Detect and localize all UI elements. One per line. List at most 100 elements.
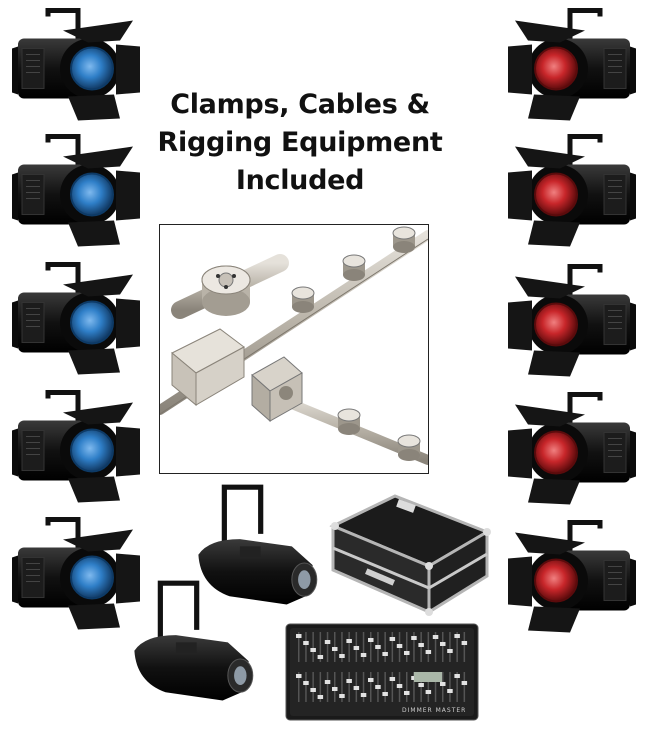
fader-slot <box>305 632 307 662</box>
fader-knob <box>346 679 352 683</box>
fader-slot <box>326 632 329 662</box>
fader-knob <box>389 677 396 681</box>
headline: Clamps, Cables & Rigging Equipment Inclu… <box>150 86 450 200</box>
fresnel-light-red-1 <box>500 6 640 131</box>
fader-slot <box>305 672 307 702</box>
fader-slot <box>456 632 458 662</box>
fader-knob <box>317 655 324 659</box>
fader-slot <box>449 672 451 702</box>
fader-knob <box>440 682 446 686</box>
headline-line-1: Clamps, Cables & <box>170 89 430 120</box>
fader-knob <box>310 688 316 692</box>
fader-slot <box>449 632 451 662</box>
fader-slot <box>362 672 365 702</box>
rigging-equipment-image <box>159 224 429 474</box>
headline-line-3: Included <box>235 165 365 196</box>
fresnel-light-blue-4 <box>8 388 148 513</box>
fader-knob <box>339 694 345 698</box>
fader-knob <box>353 646 360 650</box>
fader-knob <box>454 674 460 678</box>
fader-slot <box>442 672 444 702</box>
fader-slot <box>391 632 394 662</box>
fader-slot <box>298 672 300 702</box>
fader-knob <box>425 690 432 694</box>
fader-knob <box>368 678 374 682</box>
fader-knob <box>368 638 374 642</box>
fader-slot <box>348 632 350 662</box>
fader-knob <box>382 652 388 656</box>
fader-slot <box>326 672 329 702</box>
fader-slot <box>319 632 322 662</box>
fresnel-light-red-4 <box>500 390 640 515</box>
fader-slot <box>341 672 343 702</box>
fader-knob <box>425 650 432 654</box>
fader-slot <box>319 672 322 702</box>
fader-knob <box>447 649 453 653</box>
fader-knob <box>332 687 338 691</box>
fader-slot <box>298 632 300 662</box>
fader-knob <box>447 689 453 693</box>
fader-slot <box>341 632 343 662</box>
fader-slot <box>384 632 386 662</box>
fader-knob <box>396 684 403 688</box>
fader-slot <box>413 632 415 662</box>
fader-knob <box>396 644 403 648</box>
profile-spot-light-2 <box>124 578 259 713</box>
fader-slot <box>406 632 408 662</box>
fader-knob <box>360 653 367 657</box>
fader-slot <box>312 632 314 662</box>
fader-slot <box>463 672 466 702</box>
fader-knob <box>303 681 309 685</box>
fader-knob <box>461 641 468 645</box>
fader-slot <box>427 632 430 662</box>
fader-knob <box>375 685 381 689</box>
fader-slot <box>384 672 386 702</box>
fader-knob <box>454 634 460 638</box>
fader-knob <box>382 692 388 696</box>
fader-slot <box>434 632 437 662</box>
fader-knob <box>324 680 331 684</box>
fader-knob <box>353 686 360 690</box>
fresnel-light-red-5 <box>500 518 640 643</box>
headline-line-2: Rigging Equipment <box>157 127 443 158</box>
fader-slot <box>370 672 372 702</box>
fresnel-light-red-3 <box>500 262 640 387</box>
fader-knob <box>296 634 302 638</box>
fader-slot <box>348 672 350 702</box>
fader-slot <box>406 672 408 702</box>
fader-knob <box>440 642 446 646</box>
fader-slot <box>427 672 430 702</box>
fresnel-light-blue-1 <box>8 6 148 131</box>
fader-knob <box>418 683 424 687</box>
fader-slot <box>463 632 466 662</box>
fader-knob <box>296 674 302 678</box>
fader-slot <box>312 672 314 702</box>
fader-slot <box>456 672 458 702</box>
flight-case <box>329 494 491 616</box>
fader-knob <box>411 636 417 640</box>
fader-knob <box>332 647 338 651</box>
fader-slot <box>413 672 415 702</box>
fader-knob <box>375 645 381 649</box>
fader-knob <box>411 676 417 680</box>
socket-large <box>201 265 251 316</box>
fader-slot <box>442 632 444 662</box>
fader-knob <box>317 695 324 699</box>
fader-slot <box>434 672 437 702</box>
fader-knob <box>418 643 424 647</box>
fader-knob <box>404 691 410 695</box>
fader-knob <box>404 651 410 655</box>
fader-knob <box>303 641 309 645</box>
fader-slot <box>391 672 394 702</box>
fader-knob <box>461 681 468 685</box>
fader-knob <box>346 639 352 643</box>
fader-slot <box>362 632 365 662</box>
fresnel-light-blue-2 <box>8 132 148 257</box>
dmx-dimmer-controller: DIMMER MASTER <box>285 623 479 721</box>
dimmer-brand-label: DIMMER MASTER <box>402 707 466 714</box>
fader-knob <box>324 640 331 644</box>
fader-knob <box>360 693 367 697</box>
fader-knob <box>339 654 345 658</box>
fresnel-light-red-2 <box>500 132 640 257</box>
fresnel-light-blue-3 <box>8 260 148 385</box>
